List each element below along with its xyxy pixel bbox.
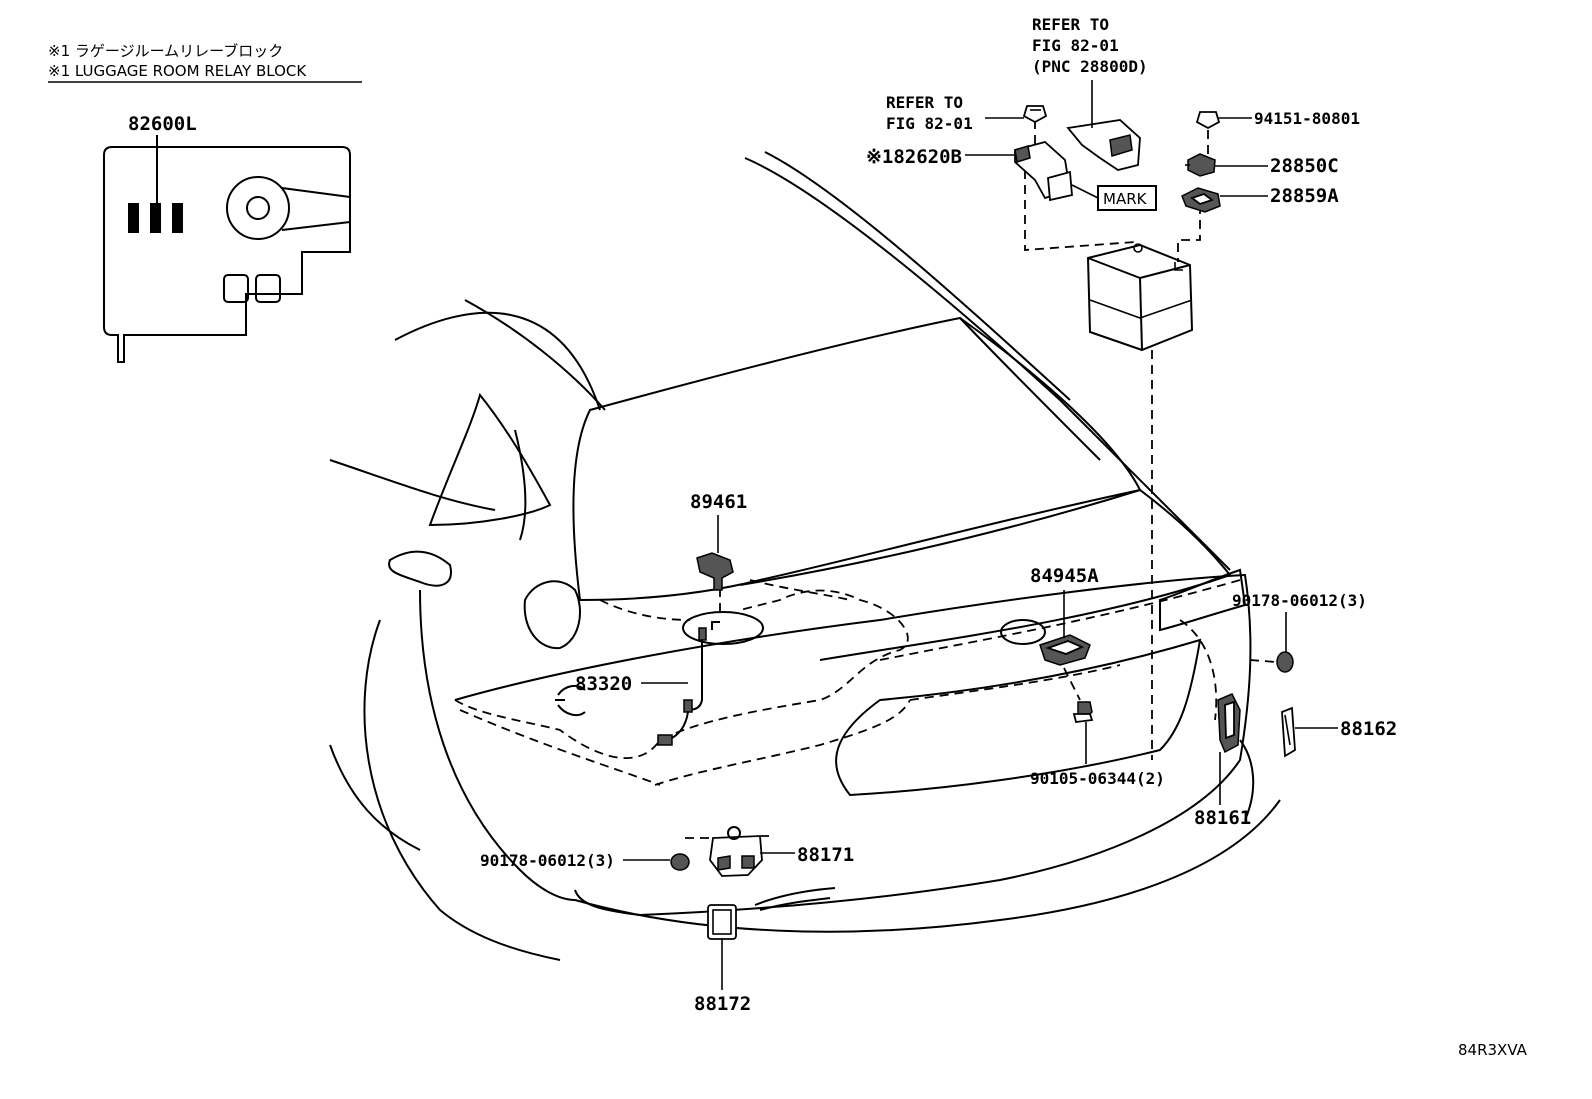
part-28859A xyxy=(1181,187,1221,213)
part-88162 xyxy=(1281,706,1296,758)
part-82620B xyxy=(1014,141,1073,202)
part-83320 xyxy=(657,627,707,746)
mark-label: MARK xyxy=(1103,190,1148,208)
refer-left-line2: FIG 82-01 xyxy=(886,114,973,133)
refer-top-line1: REFER TO xyxy=(1032,15,1109,34)
part-88171 xyxy=(709,826,763,877)
label-82620B: ※182620B xyxy=(866,146,962,168)
part-90178-06012-right xyxy=(1276,651,1294,673)
refer-left-line1: REFER TO xyxy=(886,93,963,112)
label-90105-06344: 90105-06344(2) xyxy=(1030,769,1165,788)
label-83320: 83320 xyxy=(575,673,632,695)
label-82600L: 82600L xyxy=(128,113,197,135)
label-88172: 88172 xyxy=(694,993,751,1015)
part-90105-06344 xyxy=(1072,701,1094,723)
label-90178-06012-right: 90178-06012(3) xyxy=(1232,591,1367,610)
label-90178-06012-left: 90178-06012(3) xyxy=(480,851,615,870)
part-89461 xyxy=(696,552,734,591)
part-84945A xyxy=(1039,634,1091,666)
figure-code: 84R3XVA xyxy=(1458,1041,1528,1059)
label-88162: 88162 xyxy=(1340,718,1397,740)
part-88161 xyxy=(1217,693,1241,754)
part-90178-06012-left xyxy=(670,853,690,871)
label-89461: 89461 xyxy=(690,491,747,513)
refer-top-line3: (PNC 28800D) xyxy=(1032,57,1148,76)
part-28850C xyxy=(1185,153,1216,177)
label-88161: 88161 xyxy=(1194,807,1251,829)
label-28850C: 28850C xyxy=(1270,155,1339,177)
lamp-opening xyxy=(682,611,764,645)
nut-top xyxy=(1022,105,1048,124)
label-84945A: 84945A xyxy=(1030,565,1099,587)
car-body xyxy=(329,151,1281,961)
relay-block xyxy=(103,135,351,363)
label-94151-80801: 94151-80801 xyxy=(1254,109,1360,128)
label-88171: 88171 xyxy=(797,844,854,866)
part-94151-80801 xyxy=(1195,111,1221,130)
legend-en: ※1 LUGGAGE ROOM RELAY BLOCK xyxy=(48,62,307,80)
label-28859A: 28859A xyxy=(1270,185,1339,207)
legend-jp: ※1 ラゲージルームリレーブロック xyxy=(48,42,283,60)
part-28800D-ref xyxy=(1066,119,1141,171)
battery xyxy=(1086,243,1194,352)
part-88172 xyxy=(707,904,737,940)
refer-top-line2: FIG 82-01 xyxy=(1032,36,1119,55)
